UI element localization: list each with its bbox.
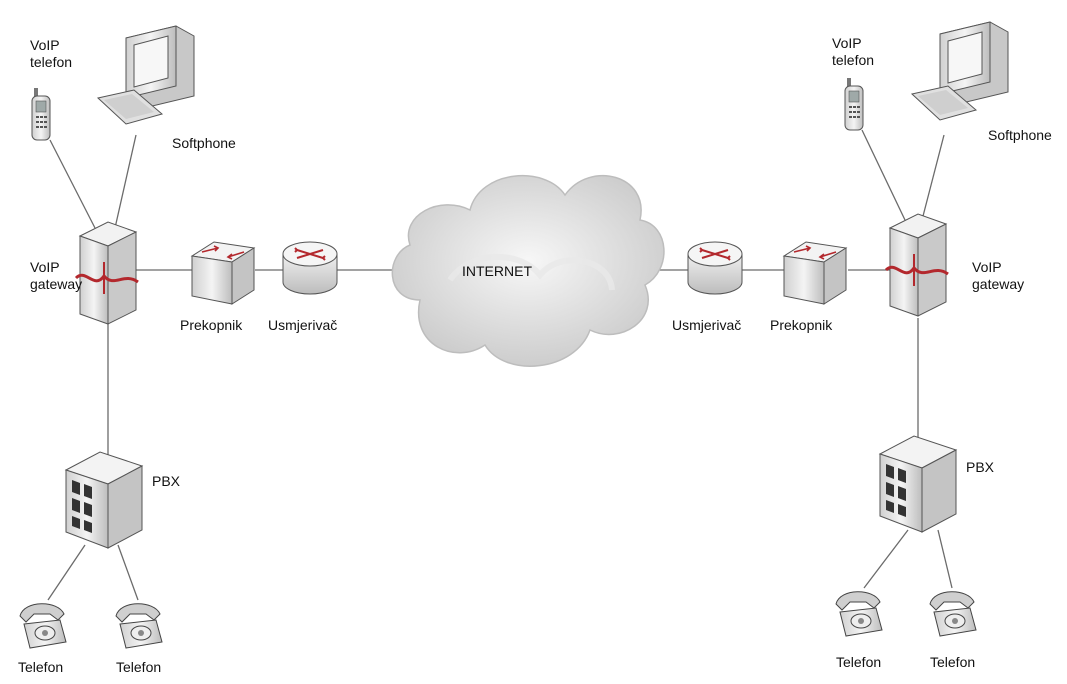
left-router-icon <box>282 241 338 295</box>
link-right-pbx-phone1 <box>863 529 909 589</box>
label-left-voip-phone: VoIP telefon <box>30 37 72 70</box>
left-telephone-1-icon <box>19 603 67 649</box>
label-left-gateway: VoIP gateway <box>30 259 82 292</box>
label-right-phone1: Telefon <box>836 654 881 670</box>
right-switch-icon <box>782 241 848 305</box>
label-left-router: Usmjerivač <box>268 317 337 333</box>
label-left-voip-phone-l1: VoIP <box>30 37 59 53</box>
label-left-phone2: Telefon <box>116 659 161 675</box>
label-right-switch: Prekopnik <box>770 317 833 333</box>
label-right-pbx: PBX <box>966 459 995 475</box>
label-right-softphone: Softphone <box>988 127 1052 143</box>
label-left-switch: Prekopnik <box>180 317 243 333</box>
left-telephone-2-icon <box>115 603 163 649</box>
right-voip-gateway-icon <box>884 213 949 317</box>
label-right-phone2: Telefon <box>930 654 975 670</box>
link-right-pbx-phone2 <box>937 529 953 589</box>
left-computer-icon <box>96 25 195 125</box>
link-left-pbx-phone2 <box>117 544 139 601</box>
internet-cloud <box>391 174 665 367</box>
label-left-gateway-l2: gateway <box>30 276 82 292</box>
label-right-gateway-l1: VoIP <box>972 259 1001 275</box>
label-right-voip-phone-l1: VoIP <box>832 35 861 51</box>
left-voip-gateway-icon <box>74 221 139 325</box>
right-pbx-icon <box>878 435 958 533</box>
right-router-icon <box>687 241 743 295</box>
label-left-pbx: PBX <box>152 473 181 489</box>
connections <box>47 129 953 601</box>
link-left-pbx-phone1 <box>47 544 86 601</box>
right-computer-icon <box>910 21 1009 121</box>
link-left-softphone-gateway <box>114 134 137 229</box>
label-right-gateway: VoIP gateway <box>972 259 1024 292</box>
left-switch-icon <box>190 241 256 305</box>
label-right-router: Usmjerivač <box>672 317 741 333</box>
label-left-softphone: Softphone <box>172 135 236 151</box>
left-voip-phone-icon <box>31 88 51 141</box>
right-voip-phone-icon <box>844 78 864 131</box>
right-telephone-2-icon <box>929 591 977 637</box>
link-right-softphone-gateway <box>921 134 945 221</box>
label-left-phone1: Telefon <box>18 659 63 675</box>
label-right-voip-phone-l2: telefon <box>832 52 874 68</box>
label-left-gateway-l1: VoIP <box>30 259 59 275</box>
right-telephone-1-icon <box>835 591 883 637</box>
link-left-voipphone-gateway <box>49 139 96 229</box>
label-right-gateway-l2: gateway <box>972 276 1024 292</box>
label-internet: INTERNET <box>462 263 532 279</box>
label-right-voip-phone: VoIP telefon <box>832 35 874 68</box>
label-left-voip-phone-l2: telefon <box>30 54 72 70</box>
link-right-voipphone-gateway <box>861 129 906 221</box>
left-pbx-icon <box>64 451 144 549</box>
